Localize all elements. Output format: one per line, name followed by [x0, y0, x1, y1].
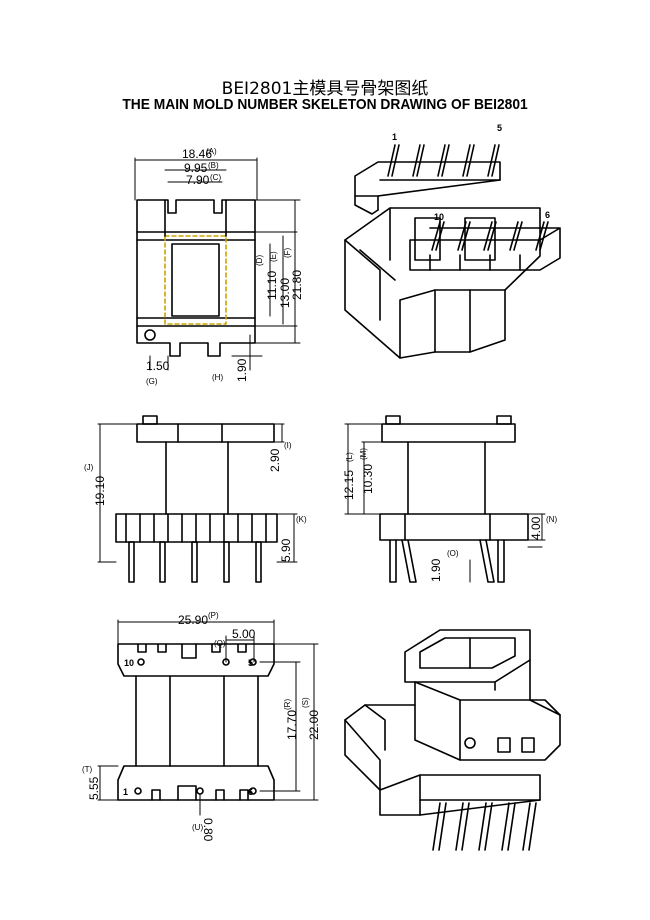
orientation-mark-icon	[144, 329, 156, 341]
front-view	[97, 415, 298, 583]
dim-n-value: 4.00	[529, 516, 543, 540]
dim-u-value: 0.80	[201, 818, 215, 842]
dim-r-tag: (R)	[283, 699, 292, 710]
dim-m-tag: (M)	[359, 448, 368, 460]
dim-h-tag: (H)	[212, 373, 223, 382]
dim-l-value: 12.15	[342, 470, 356, 500]
bottom-pin-6-label: 6	[248, 787, 253, 797]
dim-b-tag: (B)	[208, 161, 219, 170]
dim-k-value: 5.90	[279, 538, 293, 562]
dim-s-tag: (S)	[301, 697, 310, 708]
dim-h-value: 1.90	[235, 358, 249, 382]
iso-view-bottom	[344, 629, 561, 851]
dim-d-value: 11.10	[265, 271, 279, 300]
top-view	[134, 157, 301, 371]
iso-pin-5-label: 5	[497, 123, 502, 133]
dim-e-tag: (E)	[269, 251, 278, 262]
dim-u-tag: (U)	[192, 823, 203, 832]
dim-q-value: 5.00	[232, 627, 256, 641]
dim-o-tag: (O)	[447, 549, 459, 558]
bottom-view	[97, 619, 319, 816]
bottom-pin-1-label: 1	[123, 787, 128, 797]
dim-o-value: 1.90	[429, 558, 443, 582]
iso-pin-1-label: 1	[392, 132, 397, 142]
drawing-title-cn: BEI2801主模具号骨架图纸	[221, 79, 429, 99]
dim-f-value: 21.80	[290, 270, 304, 300]
dim-r-value: 17.70	[285, 710, 299, 740]
dim-p-tag: (P)	[208, 611, 219, 620]
dim-c-tag: (C)	[210, 173, 221, 182]
drawing-title-en: THE MAIN MOLD NUMBER SKELETON DRAWING OF…	[122, 96, 528, 113]
bottom-pin-5-label: 5	[248, 658, 253, 668]
dim-e-value: 13.00	[278, 278, 292, 308]
iso-view-top	[344, 144, 561, 359]
dim-q-tag: (Q)	[214, 639, 226, 648]
dim-c-value: 7.90	[186, 173, 210, 187]
dim-g-tag: (G)	[146, 377, 158, 386]
dim-k-tag: (K)	[296, 515, 307, 524]
dim-p-value: 25.90	[178, 613, 208, 627]
dim-a-value: 18.46	[182, 147, 212, 161]
dim-i-tag: (I)	[284, 441, 292, 450]
dim-g-value: 1.50	[146, 359, 170, 373]
dim-s-value: 22.00	[307, 710, 321, 740]
dim-d-tag: (D)	[255, 255, 264, 266]
dim-i-value: 2.90	[268, 448, 282, 472]
dim-t-tag: (T)	[82, 765, 93, 774]
iso-pin-6-label: 6	[545, 210, 550, 220]
dim-f-tag: (F)	[283, 247, 292, 258]
dim-t-value: 5.55	[87, 776, 101, 800]
dim-b-value: 9.95	[184, 161, 208, 175]
dim-n-tag: (N)	[546, 515, 557, 524]
dim-m-value: 10.30	[361, 464, 375, 494]
dim-j-value: 19.10	[93, 476, 107, 506]
dim-l-tag: (L)	[345, 452, 354, 462]
dim-j-tag: (J)	[84, 463, 94, 472]
bottom-pin-10-top-label: 10	[124, 658, 134, 668]
dim-a-tag: (A)	[206, 147, 217, 156]
side-view	[344, 415, 546, 583]
iso-pin-10-label: 10	[434, 212, 444, 222]
